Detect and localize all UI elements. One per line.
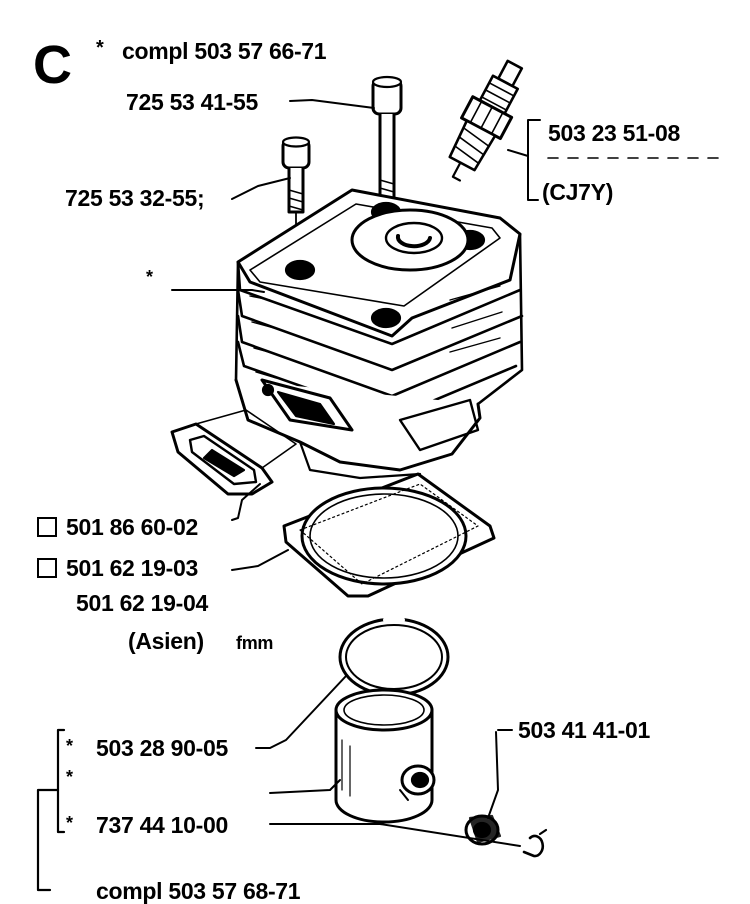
large-gasket [282,472,496,598]
label-spark-plug: 503 23 51-08 [548,120,680,146]
label-piston-ring-star: * [66,736,73,756]
label-region-suffix: fmm [236,633,274,653]
long-bolt [371,75,403,217]
circlip [522,828,548,858]
spark-plug-bracket [507,119,721,201]
label-region: (Asien) [128,628,204,654]
label-bolt-short: 725 53 32-55; [65,185,205,211]
label-bottom-compl: compl 503 57 68-71 [96,878,301,904]
section-letter: C [33,35,72,95]
title-star: * [96,37,104,59]
short-bolt [281,136,311,263]
piston-assembly-bracket [36,728,66,892]
small-gasket [170,409,297,496]
label-gasket-small: 501 86 60-02 [66,514,198,540]
cylinder [234,188,524,480]
label-piston-pin: 503 41 41-01 [518,717,650,743]
piston-pin [464,814,502,846]
label-cylinder-star: * [146,267,153,287]
label-piston-star: * [66,767,73,787]
piston-ring [338,617,450,697]
checkbox-square-2 [37,558,57,578]
checkbox-square-1 [37,517,57,537]
label-spark-plug-type: (CJ7Y) [542,179,614,205]
label-circlip: 737 44 10-00 [96,812,228,838]
label-gasket-large-1: 501 62 19-03 [66,555,198,581]
label-gasket-large-2: 501 62 19-04 [76,590,208,616]
title-compl: compl 503 57 66-71 [122,38,327,64]
label-piston-ring: 503 28 90-05 [96,735,228,761]
spark-plug [448,59,524,182]
piston [334,688,436,824]
label-circlip-star: * [66,813,73,833]
leader-lines [171,99,521,847]
label-bolt-long: 725 53 41-55 [126,89,258,115]
